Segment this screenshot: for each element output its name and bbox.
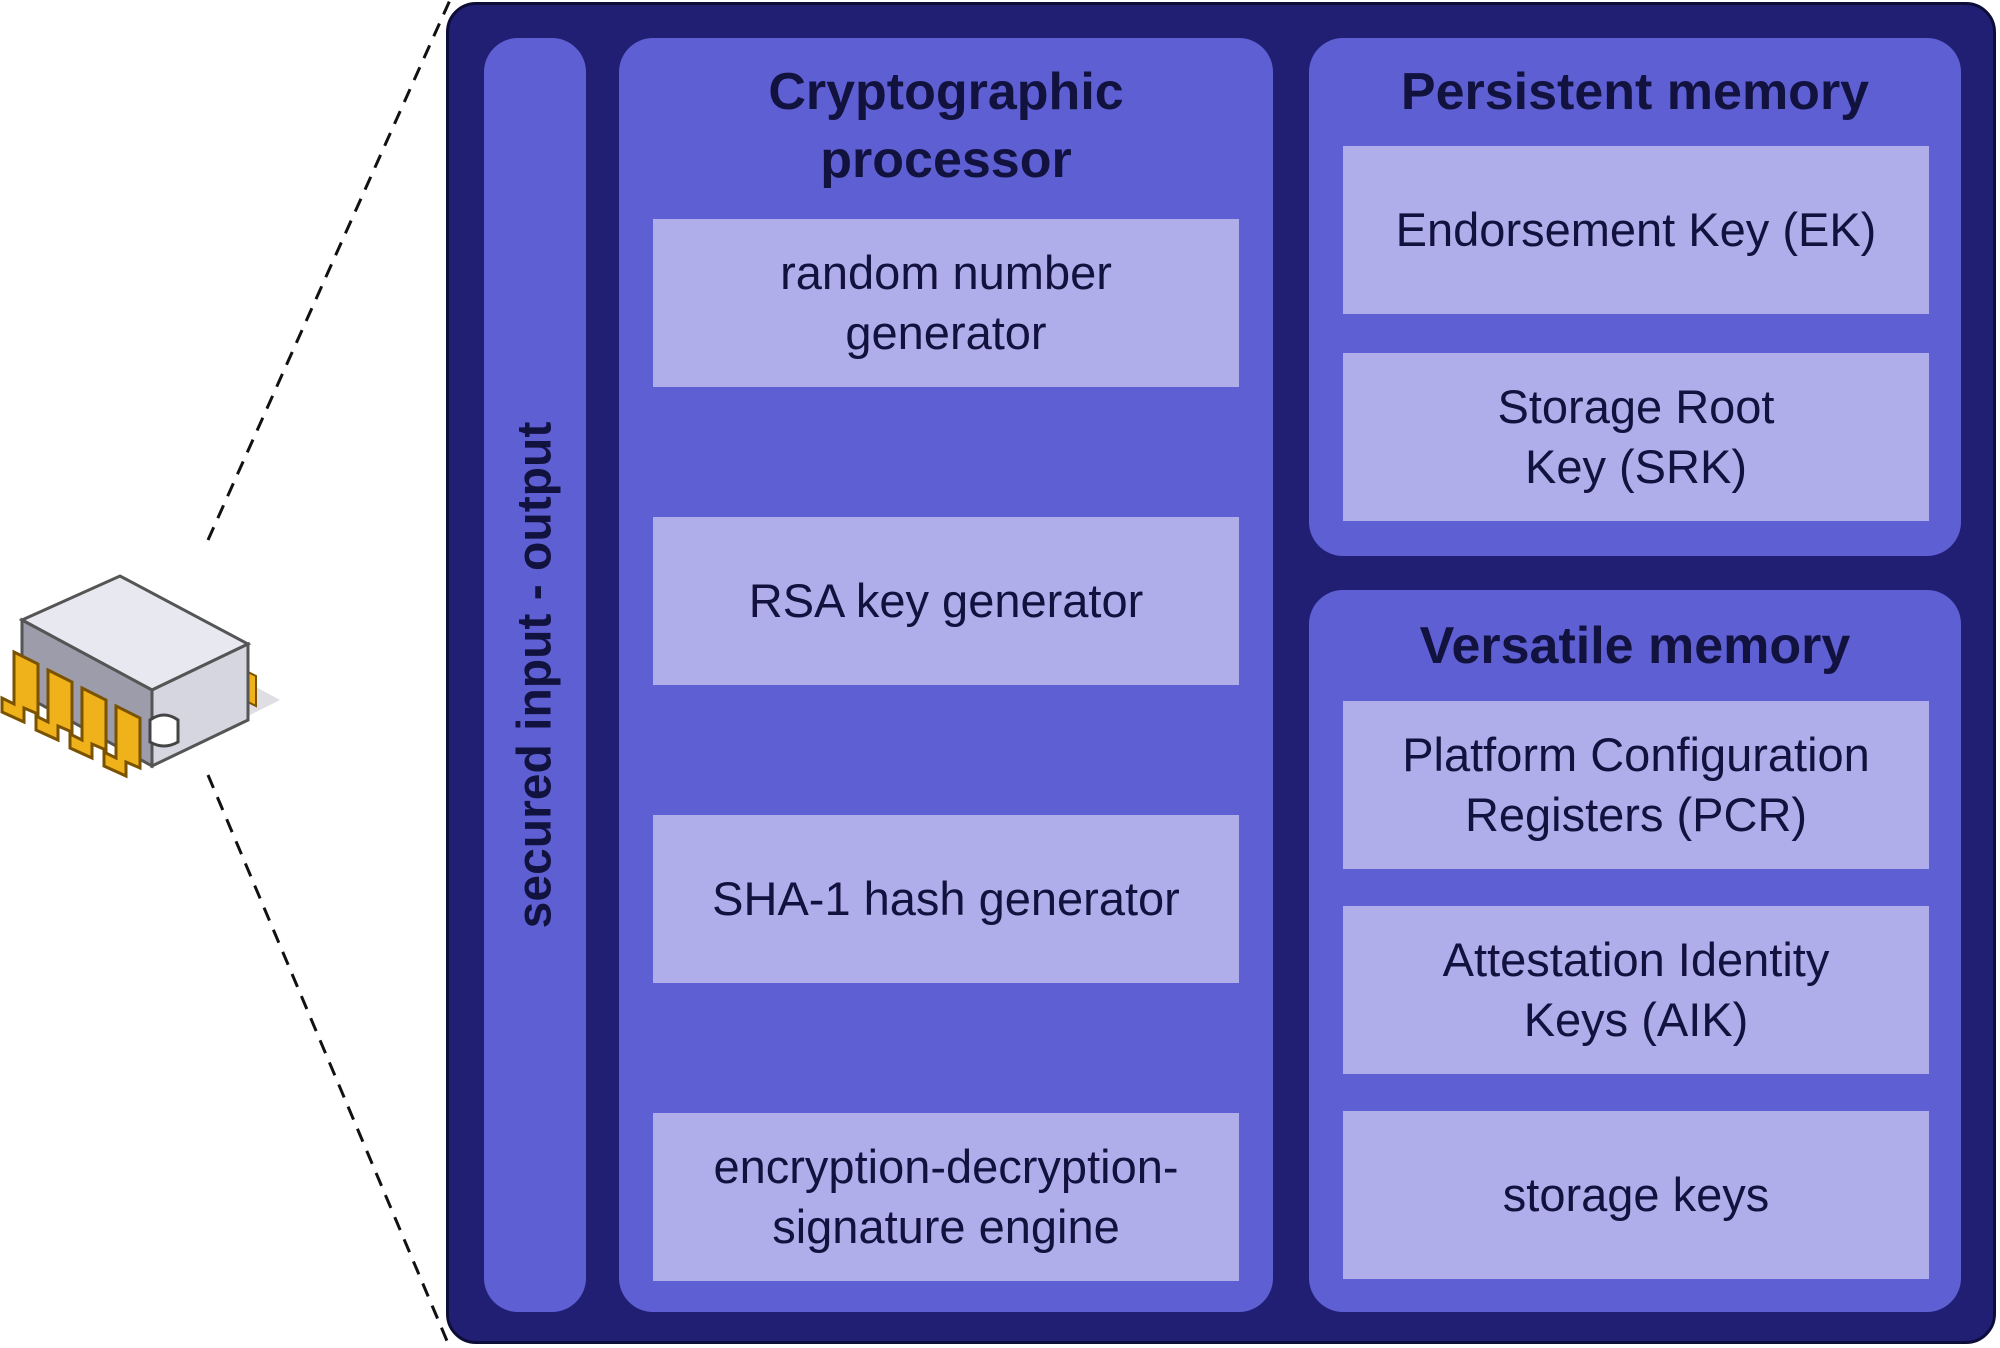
zoom-line-bottom (206, 774, 452, 1348)
aik-line1: Attestation Identity (1442, 933, 1830, 986)
aik-line2: Keys (AIK) (1523, 993, 1749, 1046)
engine-line1: encryption-decryption- (713, 1140, 1179, 1193)
aik-box: Attestation Identity Keys (AIK) (1343, 906, 1929, 1074)
pcr-line2: Registers (PCR) (1464, 788, 1808, 841)
srk-line1: Storage Root (1497, 380, 1775, 433)
storage-keys-box: storage keys (1343, 1111, 1929, 1279)
rng-box: random number generator (653, 219, 1239, 387)
engine-box: encryption-decryption- signature engine (653, 1113, 1239, 1281)
crypto-title-line1: Cryptographic (768, 63, 1124, 121)
zoom-line-top (206, 0, 452, 541)
srk-line2: Key (SRK) (1524, 440, 1747, 493)
tpm-container: secured input - output Cryptographic pro… (446, 2, 1996, 1344)
crypto-title-line2: processor (820, 131, 1072, 189)
rng-line1: random number (780, 246, 1112, 299)
versatile-memory-panel: Versatile memory Platform Configuration … (1309, 590, 1961, 1312)
pcr-line1: Platform Configuration (1402, 728, 1870, 781)
storage-keys-label: storage keys (1502, 1168, 1770, 1221)
engine-line2: signature engine (772, 1200, 1120, 1253)
crypto-processor-panel: Cryptographic processor random number ge… (619, 38, 1273, 1312)
sha1-label: SHA-1 hash generator (712, 872, 1180, 925)
rsa-box: RSA key generator (653, 517, 1239, 685)
versatile-title: Versatile memory (1419, 617, 1851, 675)
microchip-icon (0, 574, 280, 779)
srk-box: Storage Root Key (SRK) (1343, 353, 1929, 521)
pcr-box: Platform Configuration Registers (PCR) (1343, 701, 1929, 869)
persistent-memory-panel: Persistent memory Endorsement Key (EK) S… (1309, 38, 1961, 556)
persistent-title: Persistent memory (1400, 63, 1870, 121)
rsa-label: RSA key generator (748, 574, 1144, 627)
secured-io-bar: secured input - output (484, 38, 586, 1312)
rng-line2: generator (845, 306, 1047, 359)
secured-io-label: secured input - output (508, 421, 562, 929)
ek-box: Endorsement Key (EK) (1343, 146, 1929, 314)
sha1-box: SHA-1 hash generator (653, 815, 1239, 983)
ek-label: Endorsement Key (EK) (1395, 203, 1877, 256)
